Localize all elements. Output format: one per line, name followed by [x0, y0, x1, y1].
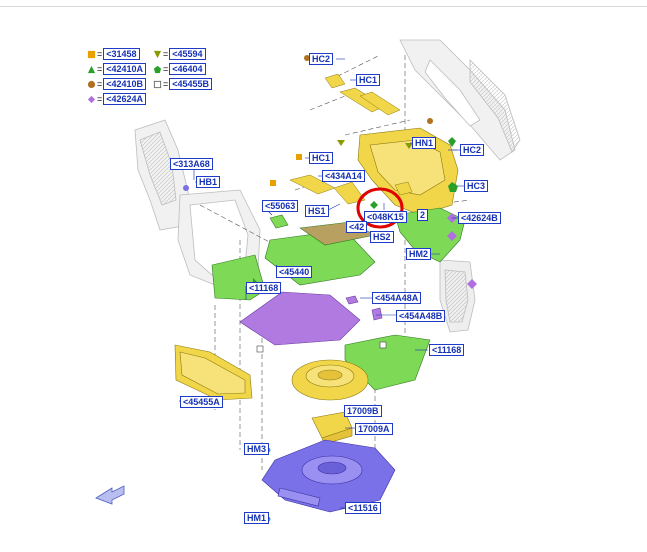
- spare-wheel-well: [261, 439, 396, 513]
- spare-wheel-tray: [291, 359, 369, 401]
- callout-45440[interactable]: <45440: [276, 266, 313, 278]
- diamond-icon: [86, 94, 96, 104]
- body-shell-right: [399, 39, 521, 161]
- legend-code[interactable]: <42624A: [103, 93, 147, 105]
- legend-item: =<46404: [152, 63, 206, 75]
- legend-equals: =: [97, 49, 103, 59]
- callout-hs2[interactable]: HS2: [370, 231, 394, 243]
- callout-42624b[interactable]: <42624B: [458, 212, 501, 224]
- legend-code[interactable]: <31458: [103, 48, 140, 60]
- callout-434a14[interactable]: <434A14: [322, 170, 365, 182]
- callout-313a68[interactable]: <313A68: [170, 158, 213, 170]
- square-outline-icon: [152, 79, 162, 89]
- legend-equals: =: [163, 64, 169, 74]
- legend-equals: =: [97, 79, 103, 89]
- callout-55063[interactable]: <55063: [262, 200, 299, 212]
- purple-floor-mat: [239, 291, 383, 346]
- legend-code[interactable]: <45594: [169, 48, 206, 60]
- callout-hn1[interactable]: HN1: [412, 137, 437, 149]
- legend-code[interactable]: <42410B: [103, 78, 147, 90]
- yellow-trim-panel: [357, 127, 459, 216]
- callout-11168-right[interactable]: <11168: [429, 344, 465, 356]
- callout-hc2-right[interactable]: HC2: [460, 144, 485, 156]
- yellow-strips: [289, 73, 413, 205]
- callout-hs2-fragment[interactable]: 2: [417, 209, 429, 221]
- legend-item: =<42410B: [86, 78, 147, 90]
- right-trim-ghost: [439, 259, 476, 333]
- legend-item: =<42624A: [86, 93, 147, 105]
- callout-11516[interactable]: <11516: [345, 502, 381, 514]
- triangle-down-icon: [152, 49, 162, 59]
- direction-arrow-icon: [95, 485, 125, 505]
- legend-code[interactable]: <46404: [169, 63, 206, 75]
- callout-hm1[interactable]: HM1: [244, 512, 270, 524]
- callout-454a48b[interactable]: <454A48B: [396, 310, 446, 322]
- callout-hs1[interactable]: HS1: [305, 205, 329, 217]
- legend-item: =<42410A: [86, 63, 147, 75]
- legend-equals: =: [97, 64, 103, 74]
- pentagon-icon: [152, 64, 162, 74]
- top-border-line: [0, 6, 647, 7]
- callout-11168-left[interactable]: <11168: [246, 282, 282, 294]
- circle-icon: [86, 79, 96, 89]
- legend-equals: =: [97, 94, 103, 104]
- square-icon: [86, 49, 96, 59]
- legend-item: =<31458: [86, 48, 140, 60]
- callout-17009b[interactable]: 17009B: [344, 405, 382, 417]
- highlight-circle: [356, 187, 404, 229]
- callout-hb1[interactable]: HB1: [196, 176, 221, 188]
- callout-45455a[interactable]: <45455A: [180, 396, 223, 408]
- yellow-side-bracket: [174, 344, 253, 401]
- callout-hc3[interactable]: HC3: [464, 180, 489, 192]
- legend-code[interactable]: <45455B: [169, 78, 213, 90]
- callout-17009a[interactable]: 17009A: [355, 423, 393, 435]
- legend-equals: =: [163, 49, 169, 59]
- callout-hc1-top[interactable]: HC1: [356, 74, 381, 86]
- callout-hc1-mid[interactable]: HC1: [309, 152, 334, 164]
- legend-equals: =: [163, 79, 169, 89]
- legend-code[interactable]: <42410A: [103, 63, 147, 75]
- callout-hc2-top[interactable]: HC2: [309, 53, 334, 65]
- callout-42-fragment[interactable]: <42: [346, 221, 368, 233]
- callout-hm2[interactable]: HM2: [406, 248, 432, 260]
- callout-hm3[interactable]: HM3: [244, 443, 270, 455]
- triangle-up-icon: [86, 64, 96, 74]
- callout-048k15[interactable]: <048K15: [364, 211, 407, 223]
- callout-454a48a[interactable]: <454A48A: [372, 292, 422, 304]
- legend-item: =<45594: [152, 48, 206, 60]
- legend-item: =<45455B: [152, 78, 213, 90]
